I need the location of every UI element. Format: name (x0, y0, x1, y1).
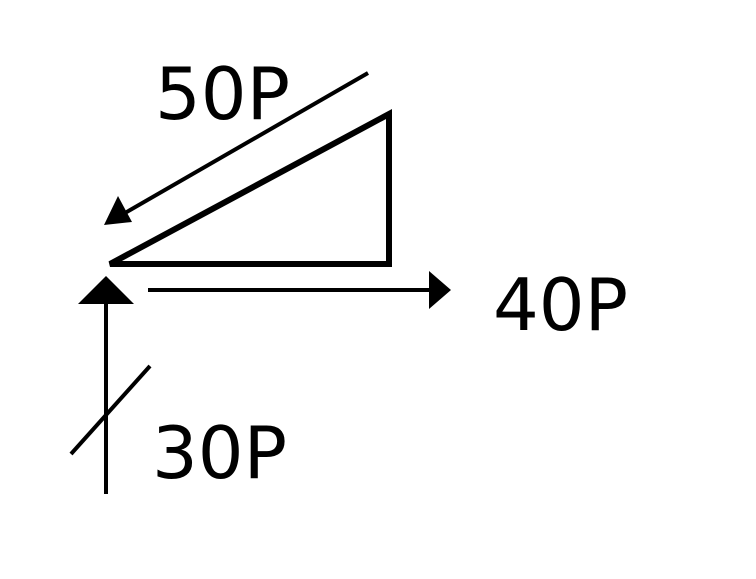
arrow-50p (104, 71, 369, 225)
arrow-30p-head (78, 276, 134, 304)
arrow-50p-head (104, 196, 132, 225)
label-30p: 30P (152, 411, 287, 495)
label-40p: 40P (493, 263, 628, 347)
label-50p: 50P (155, 52, 290, 136)
arrow-40p (148, 271, 451, 309)
force-triangle (108, 108, 392, 267)
slash-mark (69, 364, 152, 456)
arrow-40p-head (429, 271, 451, 309)
arrow-30p (78, 276, 134, 494)
